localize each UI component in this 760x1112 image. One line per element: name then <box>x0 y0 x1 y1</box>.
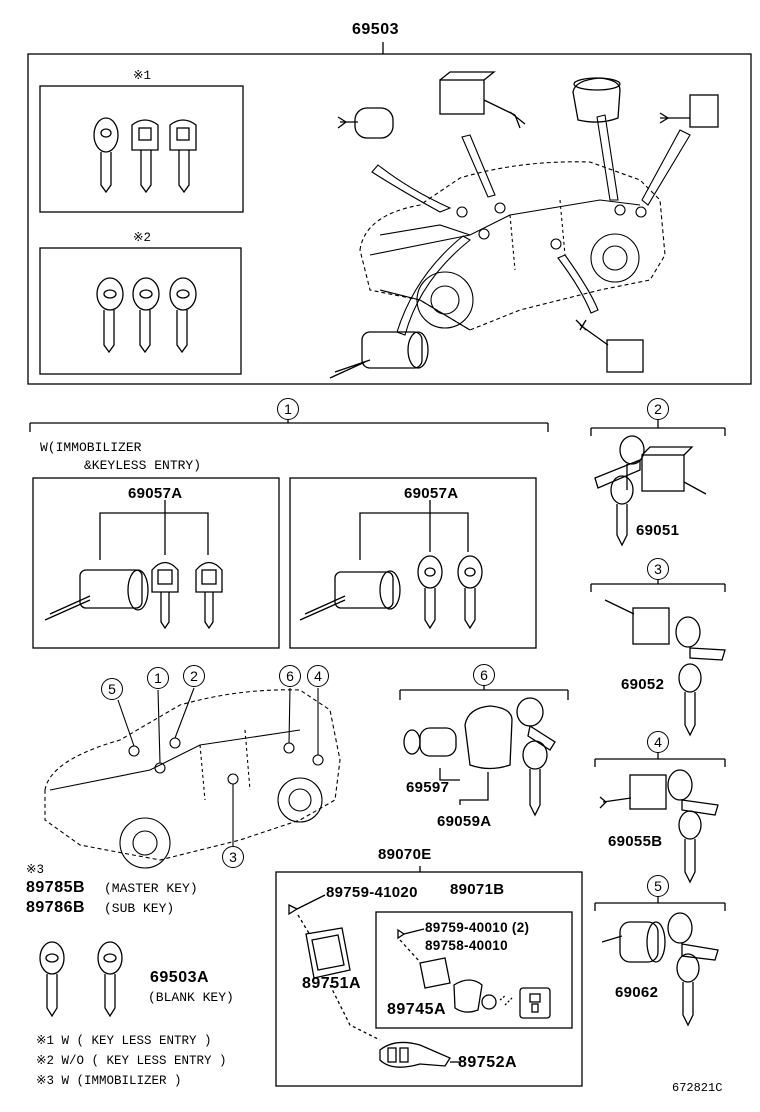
footnote-2: ※2 W/O ( KEY LESS ENTRY ) <box>36 1054 227 1068</box>
sub-key-label: (SUB KEY) <box>104 901 175 916</box>
cylinder-part <box>337 107 394 139</box>
car-callout-4: 4 <box>307 665 329 687</box>
group1-left-part-number: 69057A <box>128 485 183 502</box>
bottom-left-keys <box>39 941 123 1018</box>
main-bracket <box>27 42 752 385</box>
battery-part-number: 89745A <box>387 1001 447 1018</box>
car-callout-1: 1 <box>147 667 169 689</box>
note3-marker: ※3 <box>26 863 44 877</box>
ignition-cylinder-part <box>329 331 429 379</box>
callout-group3: 3 <box>647 558 669 580</box>
diagram-reference-number: 672821C <box>672 1081 723 1095</box>
key-icon <box>169 277 197 354</box>
plate-part-number: 89758-40010 <box>425 938 508 953</box>
car-callout-3: 3 <box>222 846 244 868</box>
car-callout-6: 6 <box>279 665 301 687</box>
group1-right-box <box>289 477 537 649</box>
master-key-part-number: 89785B <box>26 879 86 896</box>
group1-condition-line1: W(IMMOBILIZER <box>40 440 142 455</box>
callout-group5: 5 <box>647 875 669 897</box>
group6-parts <box>399 685 569 817</box>
key-icon <box>169 119 197 194</box>
car-callout-2: 2 <box>183 665 205 687</box>
door-lock-cylinder-part <box>439 71 526 129</box>
group3-parts <box>604 599 726 737</box>
callout-group6: 6 <box>473 664 495 686</box>
group1-left-parts <box>44 500 223 630</box>
key-icon <box>93 117 119 194</box>
group2-part-number: 69051 <box>636 522 680 539</box>
note1-marker: ※1 <box>133 69 151 83</box>
side-group-brackets <box>590 418 726 911</box>
callout-group4: 4 <box>647 731 669 753</box>
top-vehicle-illustration <box>359 114 691 336</box>
group5-part-number: 69062 <box>615 984 659 1001</box>
group6-part-b: 69059A <box>437 813 492 830</box>
group1-condition-line2: &KEYLESS ENTRY) <box>84 458 202 473</box>
group5-parts <box>601 912 719 1027</box>
key-icon <box>132 277 160 354</box>
note2-key-box <box>39 247 242 375</box>
footnote-3: ※3 W (IMMOBILIZER ) <box>36 1074 182 1088</box>
master-key-label: (MASTER KEY) <box>104 881 198 896</box>
middle-vehicle-illustration <box>44 687 341 869</box>
callout-group2: 2 <box>647 398 669 420</box>
group1-left-box <box>32 477 280 649</box>
note2-marker: ※2 <box>133 231 151 245</box>
note1-key-box <box>39 85 244 213</box>
blank-key-part-number: 69503A <box>150 969 210 986</box>
footnote-1: ※1 W ( KEY LESS ENTRY ) <box>36 1034 212 1048</box>
cover-part-number: 89751A <box>302 975 362 992</box>
screw2-part-number: 89759-40010 (2) <box>425 920 530 935</box>
group1-right-part-number: 69057A <box>404 485 459 502</box>
screw-part-number: 89759-41020 <box>326 884 418 901</box>
group3-part-number: 69052 <box>621 676 665 693</box>
key-icon <box>131 119 159 194</box>
group2-parts <box>594 435 707 547</box>
back-door-lock-part <box>659 94 719 128</box>
sub-key-part-number: 89786B <box>26 899 86 916</box>
blank-key-label: (BLANK KEY) <box>148 990 234 1005</box>
key-icon <box>96 277 124 354</box>
cap-part <box>572 77 621 123</box>
group1-right-parts <box>299 500 483 630</box>
transmitter-box <box>275 866 583 1087</box>
callout-group1: 1 <box>277 398 299 420</box>
key-blank-part-number: 89752A <box>458 1054 518 1071</box>
group4-parts <box>599 769 719 884</box>
rear-door-lock-part <box>575 319 644 373</box>
transmitter-assy-part-number: 89070E <box>378 846 432 863</box>
group4-part-number: 69055B <box>608 833 663 850</box>
car-callout-5: 5 <box>101 678 123 700</box>
case-part-number: 89071B <box>450 881 505 898</box>
group6-part-a: 69597 <box>406 779 450 796</box>
main-part-number: 69503 <box>352 21 399 38</box>
top-parts <box>329 71 719 379</box>
